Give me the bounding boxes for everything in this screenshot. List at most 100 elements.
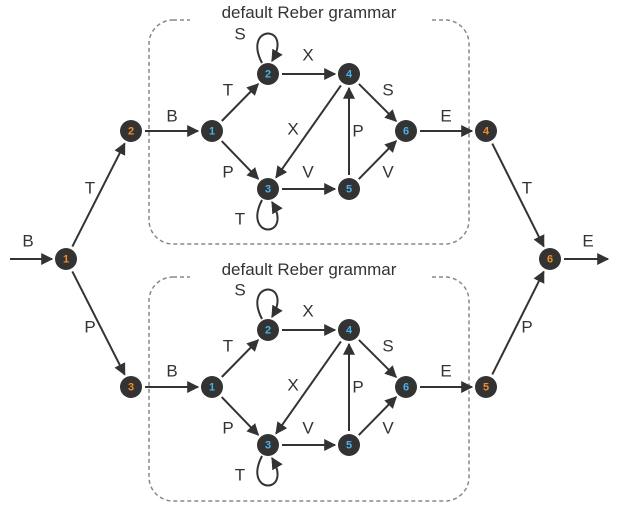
outer-state-2-circle — [120, 120, 142, 142]
lower-state-3: 3 — [257, 434, 279, 456]
upper-state-6-label: 6 — [403, 125, 409, 137]
lower-edge-1-to-3 — [221, 396, 260, 436]
upper-state-6-circle — [395, 120, 417, 142]
lower-edge-1-to-2 — [221, 339, 260, 378]
outer-state-3-label: 3 — [128, 381, 134, 393]
upper-state-3: 3 — [257, 178, 279, 200]
lower-edge-label-1-to-2: T — [223, 336, 233, 355]
upper-edge-label-5-to-4: P — [352, 121, 363, 140]
upper-edge-label-1-to-3: P — [222, 162, 233, 181]
outer-state-3: 3 — [120, 376, 142, 398]
lower-edge-label-2-to-2: S — [234, 280, 245, 299]
upper-edge-4-to-3 — [275, 84, 342, 179]
outer-edge-o5-to-o6 — [491, 270, 545, 375]
outer-edge-o4-to-o6 — [491, 143, 545, 248]
lower-edge-4-to-6 — [358, 339, 397, 378]
lower-edge-label-2-to-4: X — [302, 301, 313, 320]
outer-edge-label-o5-to-o6: P — [521, 317, 532, 336]
upper-state-6: 6 — [395, 120, 417, 142]
outer-state-6: 6 — [539, 248, 561, 270]
lower-edge-label-5-to-6: V — [382, 418, 394, 437]
outer-state-4: 4 — [475, 120, 497, 142]
upper-state-4-circle — [338, 63, 360, 85]
upper-state-5: 5 — [338, 178, 360, 200]
outer-state-5-label: 5 — [483, 381, 489, 393]
lower-edge-label-4-to-6: S — [382, 336, 393, 355]
lower-state-5-circle — [338, 434, 360, 456]
outer-state-5-circle — [475, 376, 497, 398]
outer-state-3-circle — [120, 376, 142, 398]
upper-state-2: 2 — [257, 63, 279, 85]
upper-state-3-circle — [257, 178, 279, 200]
lower-state-2: 2 — [257, 319, 279, 341]
upper-state-4-label: 4 — [346, 68, 353, 80]
outer-state-6-label: 6 — [547, 253, 553, 265]
outer-state-1: 1 — [55, 248, 77, 270]
upper-edge-2-to-2 — [256, 32, 283, 64]
lower-state-6-circle — [395, 376, 417, 398]
lower-state-2-label: 2 — [265, 324, 271, 336]
lower-edge-label-3-to-3: T — [235, 465, 245, 484]
upper-state-4: 4 — [338, 63, 360, 85]
outer-edge-label-o1-to-o3: P — [84, 317, 95, 336]
upper-edge-3-to-3 — [256, 199, 283, 231]
lower-state-6: 6 — [395, 376, 417, 398]
outer-edge-label-u6-to-o4: E — [440, 106, 451, 125]
lower-grammar-title-mask — [190, 259, 430, 281]
outer-state-2-label: 2 — [128, 125, 134, 137]
nodes-layer: 1 2 3 4 5 6 1 2 3 4 5 6 1 2 3 4 5 6 — [55, 63, 561, 456]
upper-edge-5-to-6 — [358, 140, 398, 180]
outer-edge-label-o1-to-o2: T — [85, 178, 95, 197]
upper-edge-label-4-to-3: X — [287, 119, 298, 138]
lower-edge-label-1-to-3: P — [222, 418, 233, 437]
lower-state-5-label: 5 — [346, 439, 352, 451]
upper-edge-label-3-to-5: V — [302, 162, 314, 181]
outer-state-6-circle — [539, 248, 561, 270]
lower-state-5: 5 — [338, 434, 360, 456]
upper-edge-1-to-3 — [221, 140, 260, 180]
lower-edge-5-to-6 — [358, 396, 398, 436]
lower-edge-4-to-3 — [275, 340, 342, 435]
outer-edge-label-l6-to-o5: E — [440, 361, 451, 380]
upper-state-5-circle — [338, 178, 360, 200]
upper-state-3-label: 3 — [265, 183, 271, 195]
lower-state-3-label: 3 — [265, 439, 271, 451]
lower-state-4: 4 — [338, 319, 360, 341]
lower-grammar-box: default Reber grammar — [148, 259, 470, 502]
upper-state-2-circle — [257, 63, 279, 85]
lower-state-6-label: 6 — [403, 381, 409, 393]
outer-edge-label-o4-to-o6: T — [522, 178, 532, 197]
lower-state-1-circle — [201, 376, 223, 398]
outer-edge-label-o3-to-l1: B — [166, 361, 177, 380]
outer-state-4-label: 4 — [483, 125, 490, 137]
lower-state-4-label: 4 — [346, 324, 353, 336]
upper-state-2-label: 2 — [265, 68, 271, 80]
outer-edge-o1-to-o3 — [71, 271, 126, 376]
lower-state-2-circle — [257, 319, 279, 341]
upper-edge-label-2-to-4: X — [302, 45, 313, 64]
upper-edge-label-3-to-3: T — [235, 209, 245, 228]
outer-state-2: 2 — [120, 120, 142, 142]
upper-state-5-label: 5 — [346, 183, 352, 195]
lower-edge-label-3-to-5: V — [302, 418, 314, 437]
outer-edge-label-o2-to-u1: B — [166, 106, 177, 125]
edges-layer — [10, 32, 610, 487]
outer-state-1-label: 1 — [63, 253, 69, 265]
lower-state-3-circle — [257, 434, 279, 456]
upper-edge-label-4-to-6: S — [382, 80, 393, 99]
lower-edge-2-to-2 — [256, 288, 283, 320]
upper-grammar-box: default Reber grammar — [148, 3, 470, 245]
upper-edge-4-to-6 — [358, 83, 397, 122]
lower-edge-label-4-to-3: X — [287, 375, 298, 394]
upper-edge-label-5-to-6: V — [382, 162, 394, 181]
lower-edge-label-5-to-4: P — [352, 377, 363, 396]
outer-state-4-circle — [475, 120, 497, 142]
upper-state-1: 1 — [201, 120, 223, 142]
lower-state-1-label: 1 — [209, 381, 215, 393]
upper-state-1-label: 1 — [209, 125, 215, 137]
upper-edge-label-2-to-2: S — [234, 24, 245, 43]
upper-state-1-circle — [201, 120, 223, 142]
lower-state-4-circle — [338, 319, 360, 341]
